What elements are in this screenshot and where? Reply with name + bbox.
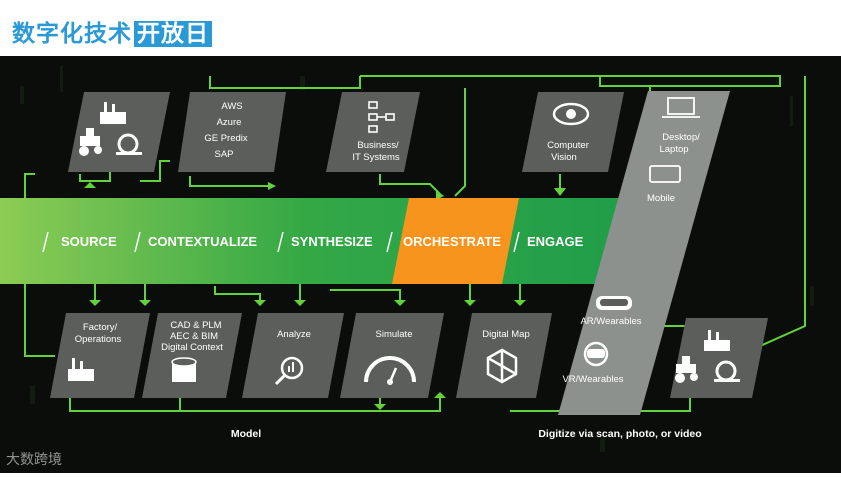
cad-label-line1: CAD & PLM — [170, 320, 221, 331]
mri-scanner-icon — [116, 133, 142, 155]
tractor-icon — [79, 128, 102, 156]
simulate-box: Simulate — [340, 313, 444, 398]
workflow-icon — [368, 101, 395, 133]
ar-headset-icon — [596, 296, 632, 310]
watermark-logo: 大数跨境 — [6, 452, 62, 468]
stage-orchestrate: ORCHESTRATE — [403, 234, 501, 249]
cube-icon — [486, 348, 518, 384]
laptop-icon — [662, 97, 700, 118]
platform-sap: SAP — [214, 149, 233, 160]
platform-azure: Azure — [217, 117, 242, 128]
diagram-stage: SOURCE CONTEXTUALIZE SYNTHESIZE ORCHESTR… — [0, 56, 841, 473]
ar-device: AR/Wearables — [580, 296, 642, 327]
engage-assets-box — [670, 318, 768, 398]
top-row: AWS Azure GE Predix SAP Business/ IT Sys… — [68, 92, 700, 204]
stage-engage: ENGAGE — [527, 234, 584, 249]
factory-icon — [68, 358, 94, 381]
digital-twin-diagram: SOURCE CONTEXTUALIZE SYNTHESIZE ORCHESTR… — [0, 66, 814, 452]
factory-icon — [704, 330, 730, 351]
phone-icon — [649, 165, 681, 183]
digital-map-label: Digital Map — [482, 329, 530, 340]
vision-label-line2: Vision — [551, 152, 577, 163]
digital-map-box: Digital Map — [456, 313, 552, 398]
mobile-label: Mobile — [647, 193, 675, 204]
bottom-row: Factory/ Operations CAD & PLM AEC & BIM … — [50, 296, 768, 398]
source-assets-box — [68, 92, 170, 172]
process-band: SOURCE CONTEXTUALIZE SYNTHESIZE ORCHESTR… — [0, 198, 676, 284]
factory-icon — [100, 102, 126, 124]
eye-icon — [552, 102, 590, 126]
magnifier-chart-icon — [274, 356, 304, 386]
vr-device: VR/Wearables — [562, 341, 624, 385]
platform-aws: AWS — [221, 101, 242, 112]
desktop-label-line2: Laptop — [659, 144, 688, 155]
title-part-2-highlight: 开放日 — [134, 21, 212, 47]
stage-synthesize: SYNTHESIZE — [291, 234, 373, 249]
desktop-device: Desktop/ Laptop — [659, 97, 700, 155]
cad-plm-box: CAD & PLM AEC & BIM Digital Context — [142, 313, 242, 398]
computer-vision-box: Computer Vision — [522, 92, 624, 172]
cad-label-line3: Digital Context — [161, 342, 223, 353]
device-panel — [558, 91, 730, 415]
desktop-label-line1: Desktop/ — [662, 132, 700, 143]
platform-ge-predix: GE Predix — [204, 133, 248, 144]
page-title: 数字化技术开放日 — [12, 14, 212, 48]
analyze-label: Analyze — [277, 329, 311, 340]
caption-model: Model — [231, 428, 261, 440]
stage-source: SOURCE — [61, 234, 117, 249]
orchestrate-highlight — [392, 198, 519, 284]
simulate-label: Simulate — [376, 329, 413, 340]
analyze-box: Analyze — [242, 313, 344, 398]
mri-scanner-icon — [714, 360, 740, 382]
business-systems-box: Business/ IT Systems — [326, 92, 420, 172]
cloud-platforms-box: AWS Azure GE Predix SAP — [178, 92, 286, 172]
vision-label-line1: Computer — [547, 140, 589, 151]
title-part-1: 数字化技术 — [12, 21, 132, 47]
factory-label-line1: Factory/ — [83, 322, 118, 333]
gauge-icon — [364, 356, 416, 385]
factory-operations-box: Factory/ Operations — [50, 313, 150, 398]
vr-label: VR/Wearables — [562, 374, 623, 385]
business-label-line1: Business/ — [357, 140, 399, 151]
header-bar: 数字化技术开放日 — [0, 0, 841, 56]
stage-contextualize: CONTEXTUALIZE — [148, 234, 257, 249]
business-label-line2: IT Systems — [352, 152, 400, 163]
factory-label-line2: Operations — [75, 334, 122, 345]
mobile-device: Mobile — [647, 165, 681, 204]
vr-headset-icon — [583, 341, 609, 367]
caption-digitize: Digitize via scan, photo, or video — [538, 428, 701, 440]
database-icon — [171, 357, 197, 382]
band-separators — [42, 231, 520, 253]
tractor-icon — [675, 356, 698, 383]
ar-label: AR/Wearables — [580, 316, 641, 327]
cad-label-line2: AEC & BIM — [170, 331, 218, 342]
